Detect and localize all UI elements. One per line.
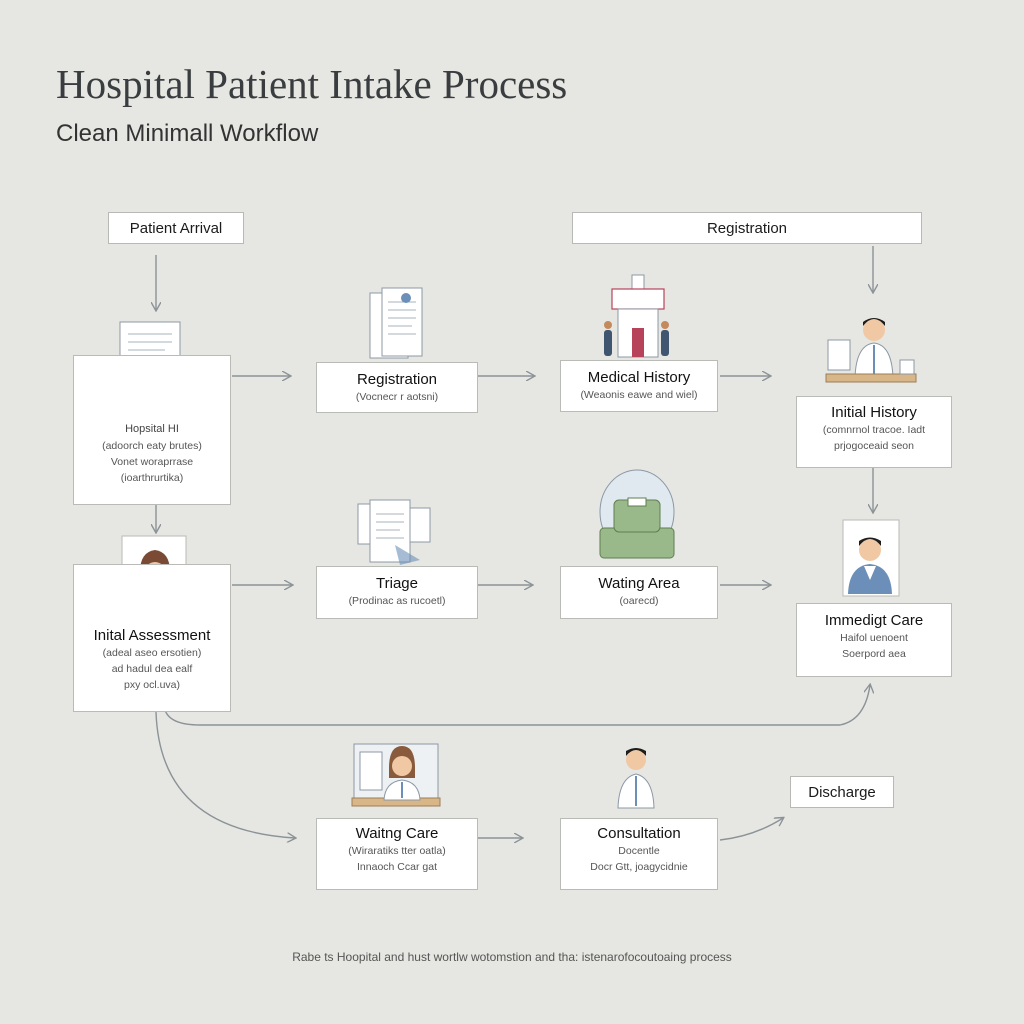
card-line: (Wiraratiks tter oatla): [348, 845, 446, 857]
card-line: Docr Gtt, joagycidnie: [590, 861, 688, 873]
arrow-assessment-immediate: [164, 685, 870, 726]
card-line: ad hadul dea ealf: [111, 663, 193, 675]
page-subtitle: Clean Minimall Workflow: [56, 120, 319, 147]
card-line: Haifol uenoent: [840, 632, 908, 644]
card-title: Medical History: [587, 369, 691, 386]
patient-arrival-label: Patient Arrival: [108, 212, 244, 244]
registration-header-label: Registration: [572, 212, 922, 244]
waiting-chair-icon: [599, 469, 675, 559]
card-line: (adoorch eaty brutes): [102, 440, 202, 452]
step-initial-history-card: Initial History (comnrnol tracoe. Iadt p…: [796, 396, 952, 468]
card-line: (ioarthrurtika): [120, 472, 184, 484]
doctor-standing-icon: [617, 748, 655, 809]
card-line: Innaoch Ccar gat: [357, 861, 437, 873]
arrow-assessment-waitingcare: [155, 711, 295, 838]
card-line: Vonet woraprrase: [110, 456, 194, 468]
nurse-monitor-icon: [351, 743, 441, 807]
step-immediate-care-card: Immedigt Care Haifol uenoent Soerpord ae…: [796, 603, 952, 677]
paper-stack-icon: [369, 287, 423, 359]
page-title: Hospital Patient Intake Process: [56, 61, 568, 107]
card-line: Soerpord aea: [842, 648, 906, 660]
card-title: Waitng Care: [355, 825, 439, 842]
step-waiting-care-card: Waitng Care (Wiraratiks tter oatla) Inna…: [316, 818, 478, 890]
card-line: (Weaonis eawe and wiel): [580, 389, 698, 401]
step-waiting-area-card: Wating Area (oarecd): [560, 566, 718, 619]
card-line: (Prodinac as rucoetl): [348, 595, 446, 607]
card-title: Triage: [376, 575, 418, 592]
card-title: Initial History: [831, 404, 917, 421]
card-line: prjogoceaid seon: [834, 440, 914, 452]
step-consultation-card: Consultation Docentle Docr Gtt, joagycid…: [560, 818, 718, 890]
card-line: Docentle: [618, 845, 660, 857]
hospital-building-icon: [604, 274, 669, 358]
step-hospital-card: Hopsital HI (adoorch eaty brutes) Vonet …: [73, 355, 231, 505]
card-title: Wating Area: [598, 575, 680, 592]
clipboard-icon: [357, 499, 431, 565]
step-medical-history-card: Medical History (Weaonis eawe and wiel): [560, 360, 718, 412]
discharge-label: Discharge: [790, 776, 894, 808]
step-registration-card: Registration (Vocnecr r aotsni): [316, 362, 478, 413]
step-initial-assessment-card: Inital Assessment (adeal aseo ersotien) …: [73, 564, 231, 712]
arrow-consult-discharge: [719, 818, 783, 841]
card-title: Registration: [356, 371, 438, 388]
card-line: pxy ocl.uva): [123, 679, 181, 691]
card-line: (oarecd): [619, 595, 659, 607]
doctor-portrait-icon: [842, 519, 900, 597]
card-title: Consultation: [597, 825, 681, 842]
card-title: Inital Assessment: [93, 627, 211, 644]
card-title: Immedigt Care: [824, 612, 924, 629]
doctor-desk-icon: [825, 318, 917, 383]
step-triage-card: Triage (Prodinac as rucoetl): [316, 566, 478, 619]
card-line: (comnrnol tracoe. Iadt: [822, 424, 926, 436]
card-line: (adeal aseo ersotien): [102, 647, 202, 659]
card-title: Hopsital HI: [125, 423, 179, 435]
footer-caption: Rabe ts Hoopital and hust wortlw wotomst…: [292, 950, 732, 964]
card-line: (Vocnecr r aotsni): [355, 391, 439, 403]
